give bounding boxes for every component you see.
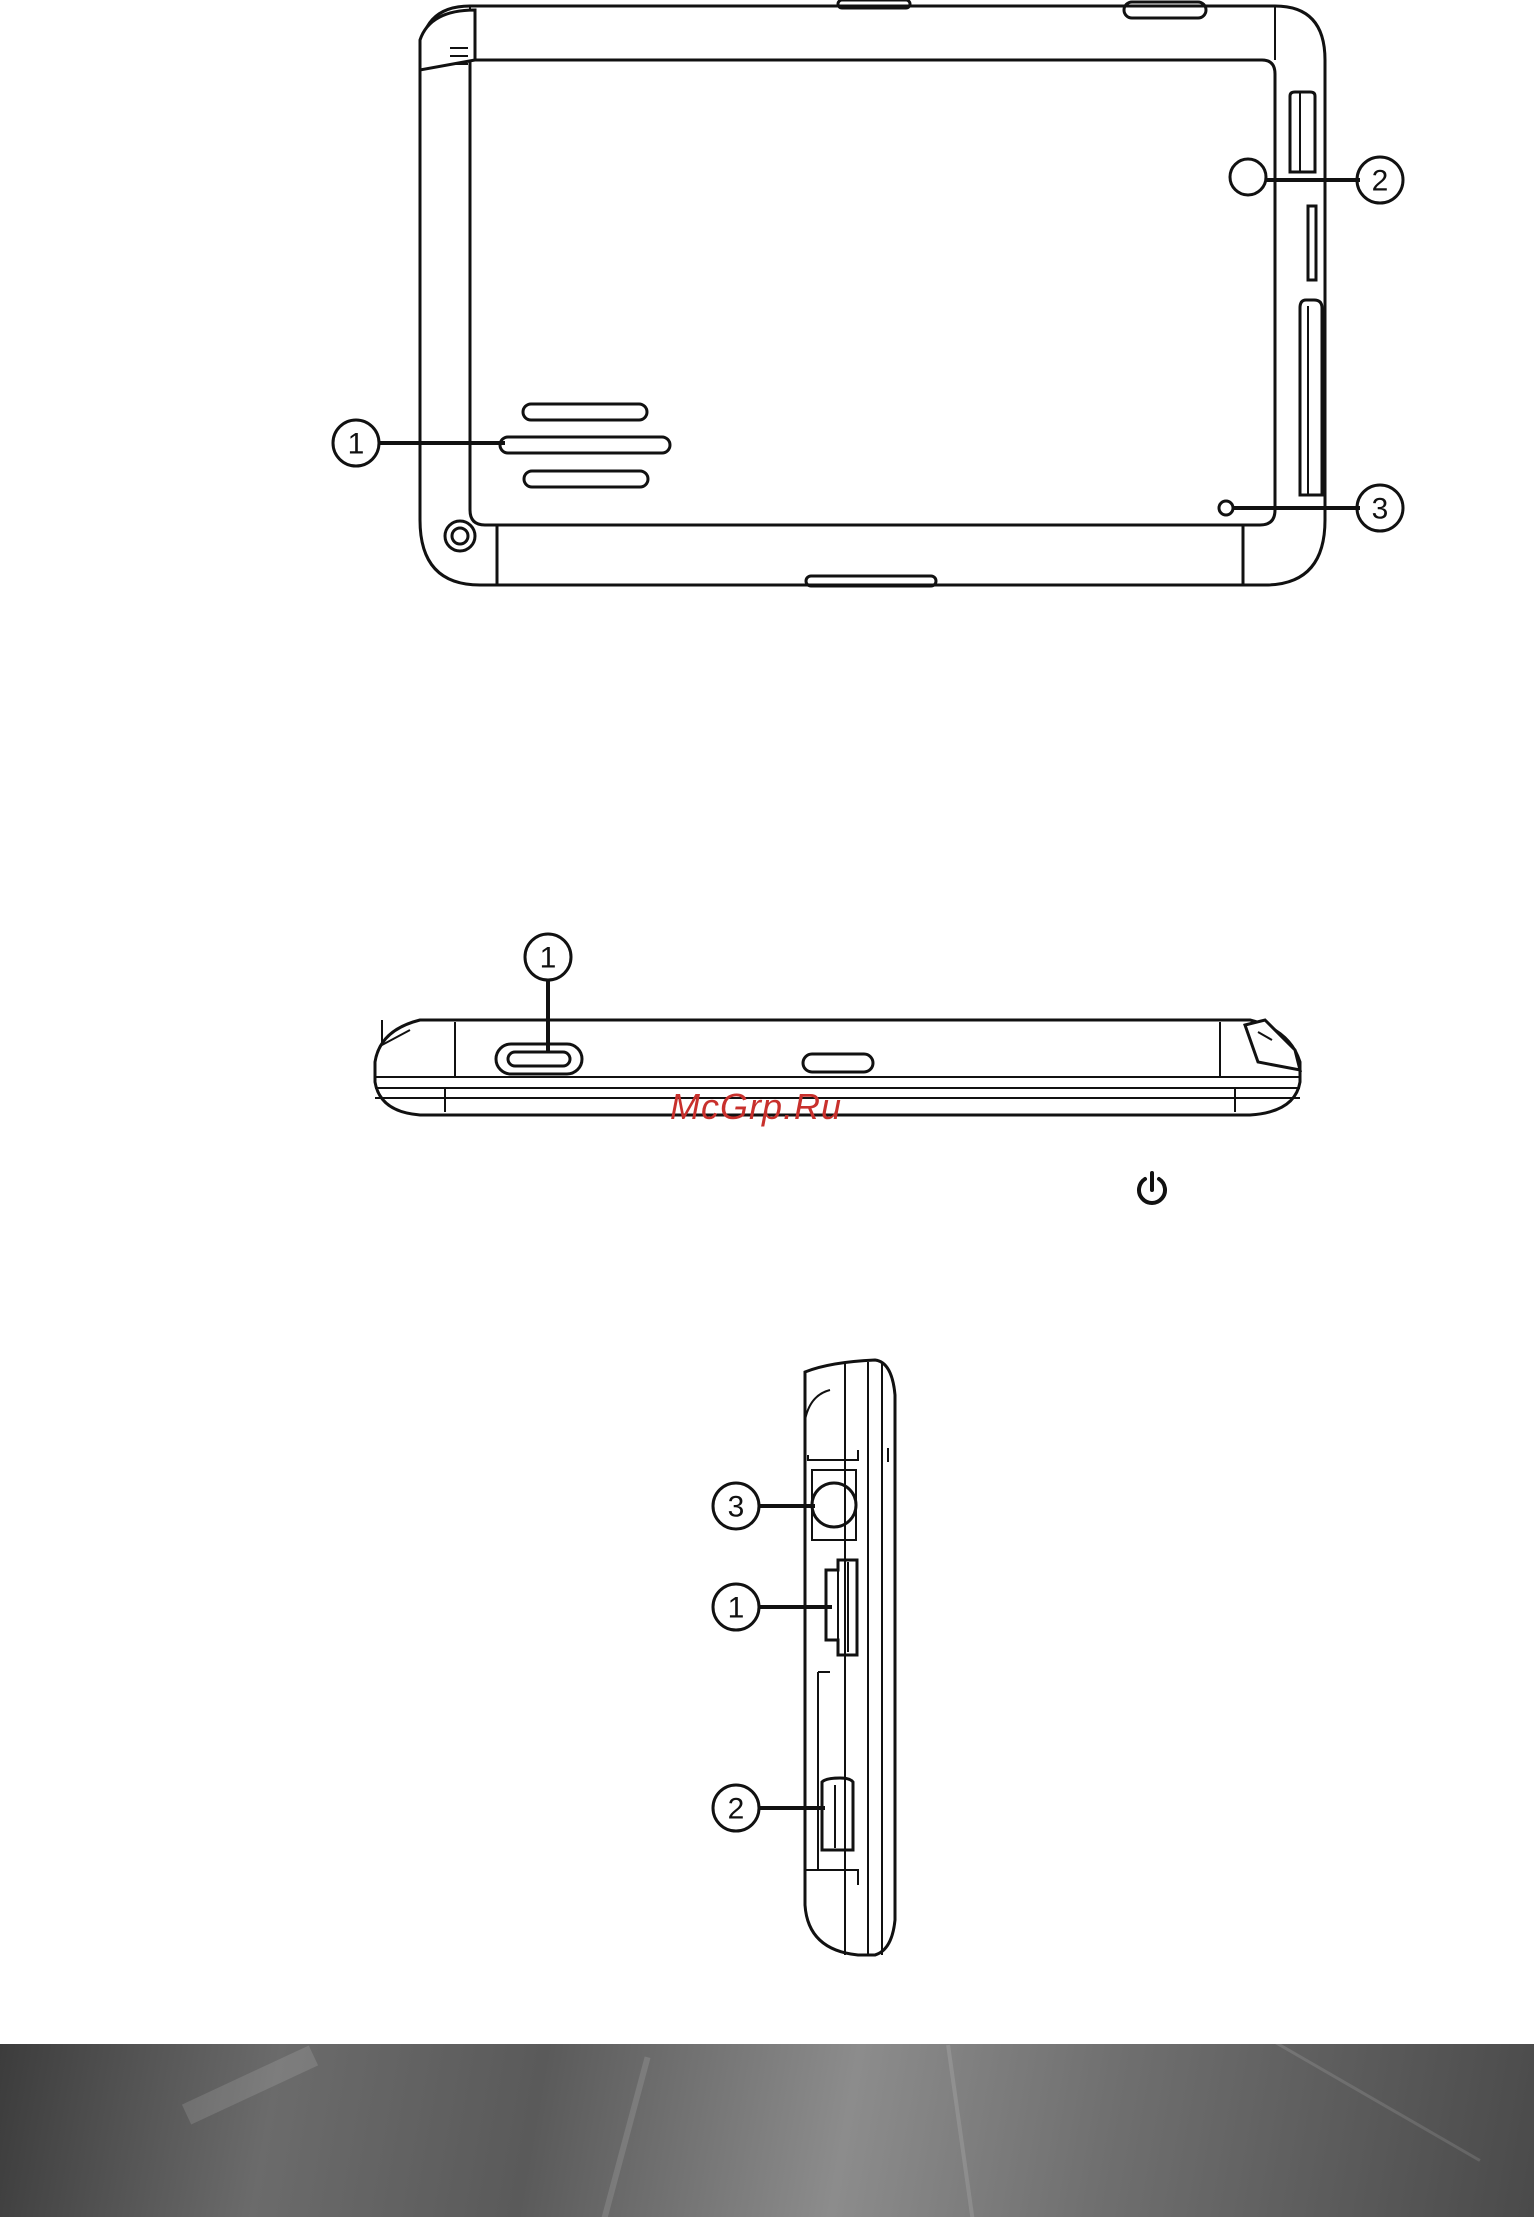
- callout-label: 2: [728, 1793, 745, 1826]
- callout-label: 3: [728, 1491, 745, 1524]
- decorative-footer-band: [0, 2044, 1534, 2217]
- side-view-diagram: 3 1 2: [0, 0, 1534, 2000]
- callout-label: 1: [728, 1592, 745, 1625]
- side-usb-port: [822, 1778, 853, 1850]
- side-audio-jack: [812, 1483, 856, 1527]
